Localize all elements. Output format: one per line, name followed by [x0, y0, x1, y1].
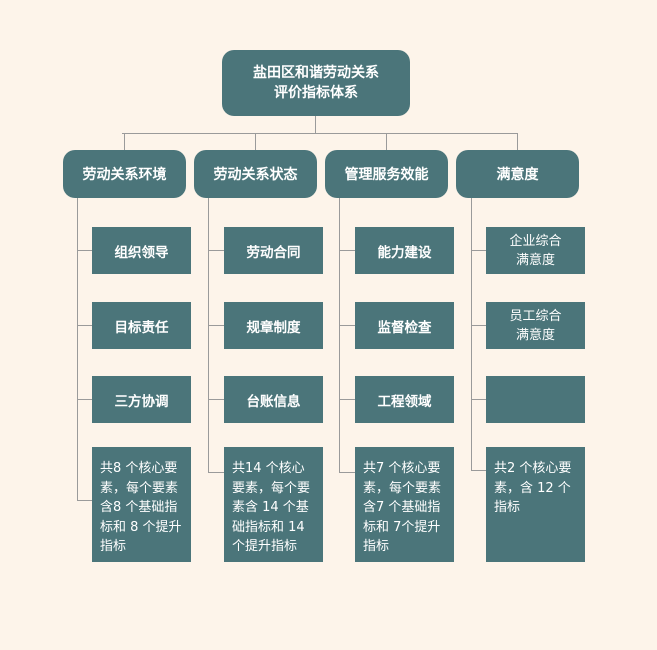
- indicator-node: 三方协调: [92, 376, 191, 423]
- connector: [471, 470, 486, 471]
- category-node: 管理服务效能: [325, 150, 448, 198]
- connector: [339, 472, 355, 473]
- indicator-node: 规章制度: [224, 302, 323, 349]
- connector: [208, 472, 224, 473]
- indicator-label-line: 满意度: [515, 252, 555, 268]
- connector: [77, 500, 92, 501]
- summary-note: 共7 个核心要素，每个要素含7 个基础指标和 7个提升指标: [355, 447, 454, 562]
- indicator-label-line: 满意度: [515, 327, 555, 343]
- connector: [471, 250, 486, 251]
- connector: [208, 250, 224, 251]
- connector: [339, 250, 355, 251]
- summary-note: 共14 个核心要素，每个要素含 14 个基础指标和 14 个提升指标: [224, 447, 323, 562]
- connector: [77, 198, 78, 500]
- indicator-label-line: 企业综合: [509, 233, 562, 249]
- indicator-node: 劳动合同: [224, 227, 323, 274]
- connector: [471, 198, 472, 470]
- indicator-node: 台账信息: [224, 376, 323, 423]
- summary-note: 共8 个核心要素，每个要素含8 个基础指标和 8 个提升指标: [92, 447, 191, 562]
- category-node: 劳动关系状态: [194, 150, 317, 198]
- connector: [77, 250, 92, 251]
- root-title-line2: 评价指标体系: [274, 85, 358, 101]
- connector: [386, 133, 387, 150]
- connector: [122, 133, 518, 134]
- indicator-label-line: 员工综合: [509, 308, 562, 324]
- connector: [208, 198, 209, 472]
- connector: [471, 399, 486, 400]
- connector: [315, 116, 316, 133]
- connector: [255, 133, 256, 150]
- category-node: 满意度: [456, 150, 579, 198]
- connector: [339, 325, 355, 326]
- indicator-node: 工程领域: [355, 376, 454, 423]
- root-node: 盐田区和谐劳动关系 评价指标体系: [222, 50, 410, 116]
- indicator-node: [486, 376, 585, 423]
- connector: [208, 325, 224, 326]
- indicator-node: 监督检查: [355, 302, 454, 349]
- connector: [208, 399, 224, 400]
- connector: [339, 399, 355, 400]
- indicator-node: 企业综合满意度: [486, 227, 585, 274]
- summary-note: 共2 个核心要素，含 12 个指标: [486, 447, 585, 562]
- indicator-node: 员工综合满意度: [486, 302, 585, 349]
- connector: [339, 198, 340, 472]
- indicator-node: 能力建设: [355, 227, 454, 274]
- connector: [124, 133, 125, 150]
- indicator-node: 目标责任: [92, 302, 191, 349]
- connector: [77, 325, 92, 326]
- root-title-line1: 盐田区和谐劳动关系: [253, 65, 379, 81]
- connector: [77, 399, 92, 400]
- category-node: 劳动关系环境: [63, 150, 186, 198]
- indicator-node: 组织领导: [92, 227, 191, 274]
- connector: [517, 133, 518, 150]
- connector: [471, 325, 486, 326]
